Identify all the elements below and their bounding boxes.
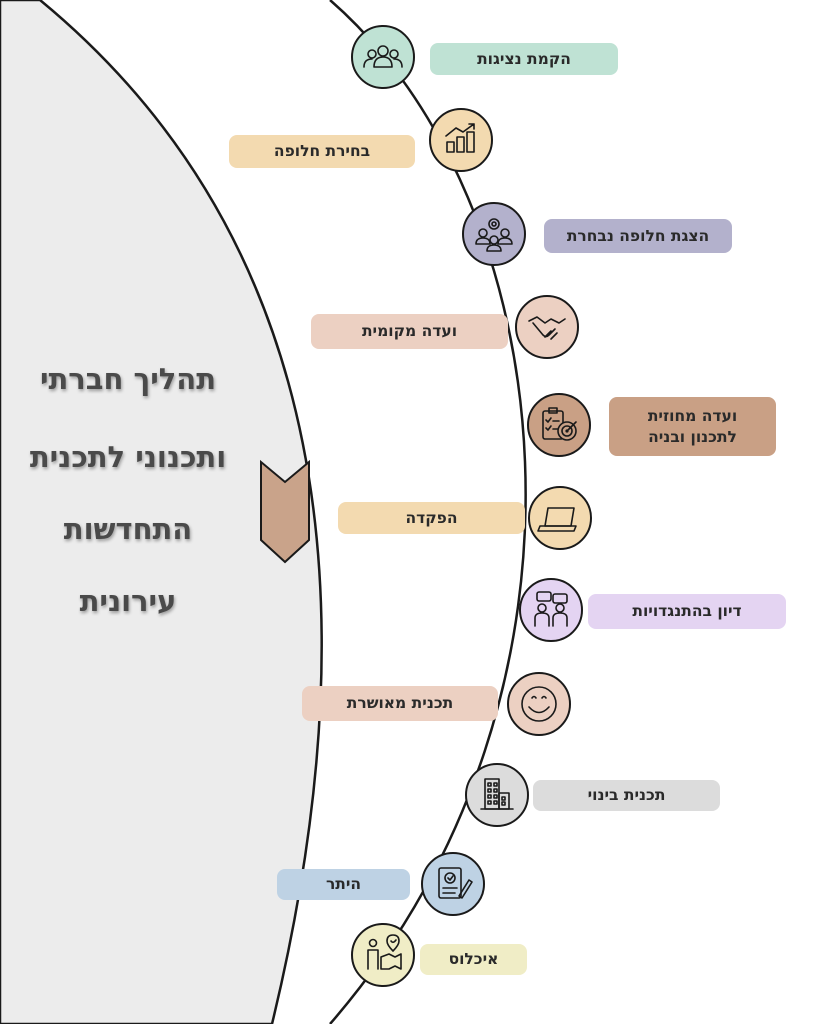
person-map-icon (367, 934, 402, 970)
step-label-choose-alternative: בחירת חלופה (229, 135, 415, 168)
permit-document-icon (438, 867, 473, 899)
step-circle-handshake (515, 295, 579, 359)
step-label-district-committee: ועדה מחוזית לתכנון ובניה (609, 397, 776, 456)
discussion-icon (534, 591, 568, 627)
step-label-permit: היתר (277, 869, 410, 900)
step-circle-permit-document (421, 852, 485, 916)
step-circle-discussion (519, 578, 583, 642)
laptop-icon (537, 507, 577, 532)
building-icon (480, 778, 514, 810)
handshake-icon (528, 316, 566, 340)
down-arrow-icon (260, 459, 310, 564)
step-circle-smiley (507, 672, 571, 736)
step-label-objections-discussion: דיון בהתנגדויות (588, 594, 786, 629)
title-line-4: עירונית (79, 584, 177, 618)
step-circle-person-map (351, 923, 415, 987)
clipboard-target-icon (542, 407, 577, 441)
step-circle-laptop (528, 486, 592, 550)
people-group-icon (363, 45, 403, 68)
title-line-2: ותכנוני לתכנית (29, 440, 227, 474)
step-label-approved-plan: תכנית מאושרת (302, 686, 498, 721)
step-label-building-plan: תכנית בינוי (533, 780, 720, 811)
step-label-present-alternative: הצגת חלופה נבחרת (544, 219, 732, 253)
step-circle-growth-chart (429, 108, 493, 172)
step-label-deposit: הפקדה (338, 502, 525, 534)
step-circle-clipboard-target (527, 393, 591, 457)
title-line-3: התחדשות (63, 512, 193, 546)
smiley-icon (521, 686, 557, 722)
team-settings-icon (475, 218, 513, 252)
growth-chart-icon (445, 123, 475, 153)
step-circle-team-settings (462, 202, 526, 266)
step-label-local-committee: ועדה מקומית (311, 314, 508, 349)
step-label-establish-representation: הקמת נציגות (430, 43, 618, 75)
step-label-occupancy: איכלוס (420, 944, 527, 975)
title-line-1: תהליך חברתי (39, 362, 217, 396)
